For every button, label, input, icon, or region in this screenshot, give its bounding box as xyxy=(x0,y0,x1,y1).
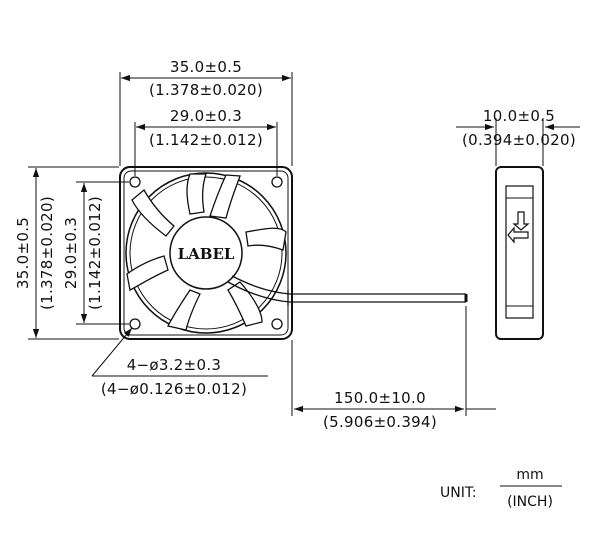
depth-inch: (0.394±0.020) xyxy=(462,131,576,149)
airflow-arrow-icon xyxy=(507,211,530,244)
lead-length-inch: (5.906±0.394) xyxy=(323,413,437,431)
outer-height-mm: 35.0±0.5 xyxy=(14,217,32,289)
depth-mm: 10.0±0.5 xyxy=(483,107,555,125)
outer-width-mm: 35.0±0.5 xyxy=(170,58,242,76)
unit-primary: mm xyxy=(516,467,543,483)
mounting-holes xyxy=(129,176,283,330)
fan-venturi xyxy=(125,172,287,334)
fan-side-view xyxy=(456,118,580,340)
fan-frame-outer xyxy=(119,166,293,340)
hub-label: LABEL xyxy=(178,245,235,263)
hole-spacing-height-mm: 29.0±0.3 xyxy=(62,217,80,289)
unit-prefix: UNIT: xyxy=(440,485,477,501)
outer-width-inch: (1.378±0.020) xyxy=(149,81,263,99)
lead-wires xyxy=(227,275,466,306)
unit-secondary: (INCH) xyxy=(507,494,553,510)
mounting-holes-inch: (4−ø0.126±0.012) xyxy=(101,380,247,398)
fan-blades xyxy=(126,173,287,331)
hole-spacing-height-inch: (1.142±0.012) xyxy=(86,196,104,310)
hole-spacing-width-inch: (1.142±0.012) xyxy=(149,131,263,149)
mounting-holes-mm: 4−ø3.2±0.3 xyxy=(127,356,222,374)
outer-height-inch: (1.378±0.020) xyxy=(38,196,56,310)
fan-front-view: LABEL xyxy=(119,166,468,340)
lead-length-mm: 150.0±10.0 xyxy=(334,389,426,407)
front-dimensions xyxy=(28,72,496,416)
fan-frame-inner xyxy=(123,170,289,336)
hole-spacing-width-mm: 29.0±0.3 xyxy=(170,107,242,125)
fan-hub xyxy=(169,216,243,290)
unit-note: UNIT: mm (INCH) xyxy=(440,467,562,510)
